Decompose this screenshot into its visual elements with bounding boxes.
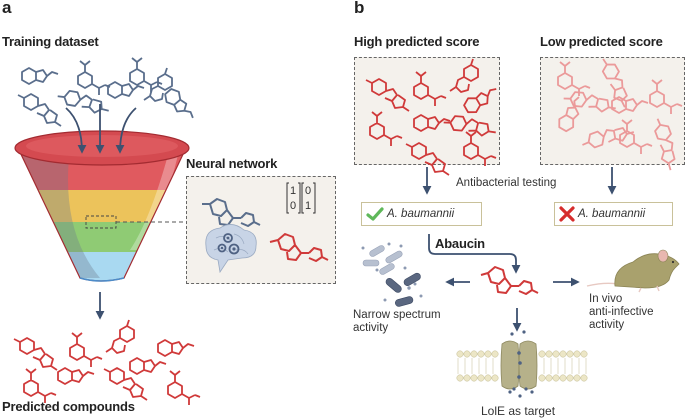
high-score-title: High predicted score [354, 34, 480, 49]
in-vivo-label-2: anti-infective [589, 306, 654, 318]
mouse-tail [586, 282, 618, 287]
neural-network-graphics: 1 0 0 1 [202, 182, 329, 274]
checkmark-icon [366, 207, 384, 221]
training-dataset-title: Training dataset [2, 34, 99, 49]
lole-protein [500, 340, 538, 390]
mouse-ear [657, 249, 669, 263]
high-score-box [354, 57, 500, 165]
narrow-spectrum-label-1: Narrow spectrum [353, 309, 441, 321]
membrane-illustration [456, 330, 588, 398]
predicted-compounds-title: Predicted compounds [2, 399, 135, 414]
gear-icon [217, 243, 227, 253]
mouse-body [614, 253, 680, 289]
narrow-spectrum-label-2: activity [353, 322, 389, 334]
gear-icon [223, 233, 233, 243]
matrix-left-bottom: 0 [290, 200, 296, 212]
brain-icon [205, 224, 257, 274]
panel-b-letter: b [354, 0, 365, 17]
in-vivo-label-1: In vivo [589, 293, 623, 305]
mouse-illustration [586, 249, 680, 293]
positive-result-box: A. baumannii [361, 202, 482, 226]
positive-result-label: A. baumannii [387, 208, 455, 220]
matrix-left-top: 1 [290, 185, 296, 197]
lipid-bilayer [456, 350, 588, 382]
negative-result-label: A. baumannii [578, 208, 646, 220]
matrix-right-bottom: 1 [305, 200, 311, 212]
gear-icon [228, 243, 240, 255]
lole-target-label: LolE as target [481, 404, 556, 418]
inflow-arrow-right [115, 107, 137, 154]
abaucin-title: Abaucin [435, 236, 485, 251]
neural-network-box [186, 176, 336, 284]
mouse-eye [671, 260, 675, 264]
output-molecule [269, 233, 329, 262]
neural-network-title: Neural network [186, 156, 278, 171]
antibacterial-testing-label: Antibacterial testing [456, 177, 557, 189]
cross-icon [559, 206, 575, 222]
funnel-diagram [14, 104, 190, 320]
in-vivo-label-3: activity [589, 319, 625, 331]
bacteria-illustration [361, 242, 423, 307]
abaucin-arrow [428, 234, 521, 274]
low-score-title: Low predicted score [540, 34, 663, 49]
inflow-arrow-left [65, 107, 87, 154]
panel-a-letter: a [2, 0, 12, 17]
abaucin-molecule [480, 266, 539, 295]
negative-result-box: A. baumannii [554, 202, 673, 226]
matrix-right-top: 0 [305, 185, 311, 197]
